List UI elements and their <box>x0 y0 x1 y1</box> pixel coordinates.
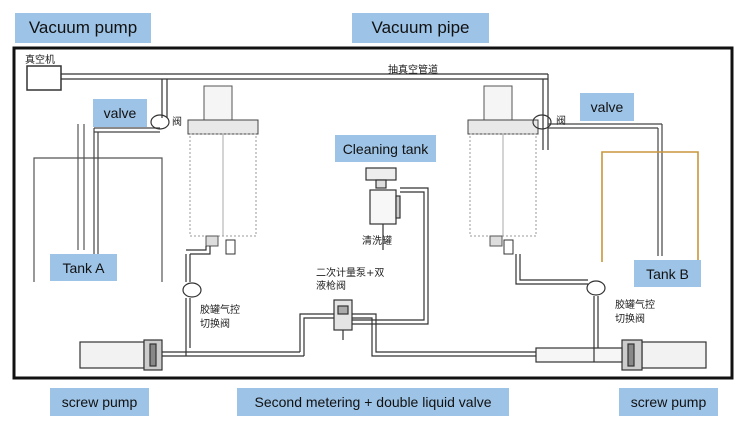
switch-valve-right-text-2: 切换阀 <box>615 314 645 325</box>
valve-left-label: valve <box>93 99 147 127</box>
right-mixing-tank <box>467 85 539 255</box>
right-switch-valve <box>515 254 606 348</box>
screw-pump-right-label: screw pump <box>619 388 718 416</box>
metering-pump-text-2: 液枪阀 <box>316 281 346 292</box>
tank-b-label: Tank B <box>634 260 701 287</box>
right-screw-pump <box>621 339 707 371</box>
vacuum-pump-label: Vacuum pump <box>15 13 151 43</box>
valve-char-left: 阀 <box>172 117 182 128</box>
vacuum-pipeline-text: 抽真空管道 <box>388 65 438 76</box>
cleaning-tank-label: Cleaning tank <box>335 135 436 162</box>
vacuum-pipe-label: Vacuum pipe <box>352 13 489 43</box>
cleaning-tank-symbol <box>365 167 401 250</box>
tank-b-outline <box>601 151 699 262</box>
vacuum-pipeline <box>61 73 549 150</box>
left-switch-valve <box>182 246 211 348</box>
left-mixing-tank <box>187 85 259 255</box>
second-metering-label: Second metering + double liquid valve <box>237 388 509 416</box>
vacuum-machine-box <box>26 65 62 91</box>
diagram-frame <box>12 46 734 380</box>
vacuum-machine-text: 真空机 <box>25 55 55 66</box>
bottom-pipes <box>162 313 623 363</box>
cleaning-tank-pipes <box>352 187 429 325</box>
valve-right-label: valve <box>580 93 634 121</box>
left-valve-symbol <box>150 114 170 130</box>
metering-valve-symbol <box>333 299 353 340</box>
left-screw-pump <box>79 339 163 371</box>
cleaning-tank-text: 清洗罐 <box>362 236 392 247</box>
screw-pump-left-label: screw pump <box>50 388 149 416</box>
switch-valve-left-text-1: 胶罐气控 <box>200 305 240 316</box>
tank-a-label: Tank A <box>50 254 117 281</box>
metering-pump-text-1: 二次计量泵+双 <box>316 268 385 279</box>
switch-valve-right-text-1: 胶罐气控 <box>615 300 655 311</box>
switch-valve-left-text-2: 切换阀 <box>200 319 230 330</box>
right-valve-symbol <box>532 114 552 130</box>
right-valve-pipes <box>548 123 663 256</box>
valve-char-right: 阀 <box>556 116 566 127</box>
left-valve-pipes <box>93 127 160 254</box>
